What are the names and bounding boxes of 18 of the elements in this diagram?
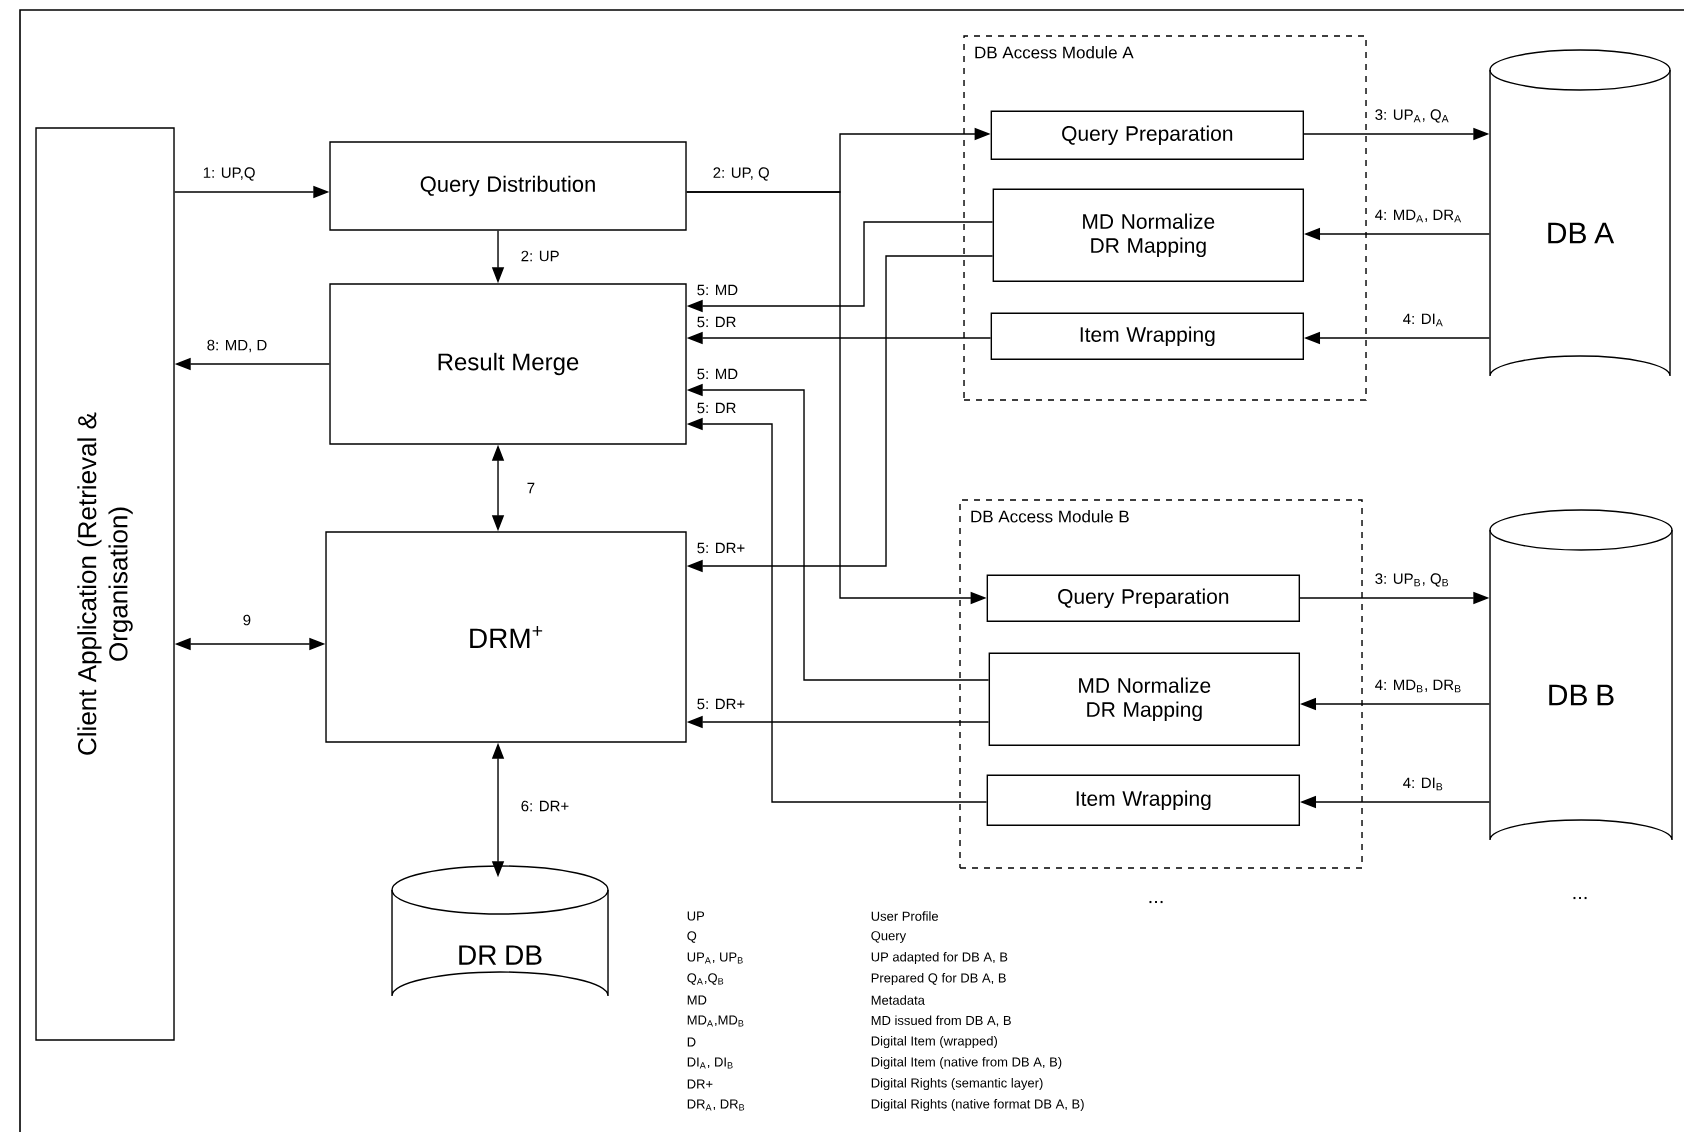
node-label: DB B [1549,684,1614,706]
database-cylinder: DR DB [391,865,609,997]
ellipsis: ... [1149,900,1163,904]
client-application-box: Client Application (Retrieval & Organisation) [35,127,175,1041]
process-box: MD Normalize DR Mapping [992,188,1304,282]
process-box: Item Wrapping [990,312,1304,360]
process-box: Query Preparation [986,574,1300,623]
ellipsis: ... [1573,896,1587,900]
database-cylinder: DB B [1489,509,1673,841]
process-box: DRM$^{+}$ [325,531,687,743]
node-label: DB A [1548,222,1615,244]
process-box: Item Wrapping [986,774,1300,826]
database-cylinder: DB A [1489,49,1671,377]
process-box: MD Normalize DR Mapping [988,652,1300,746]
process-box: Query Distribution [329,141,687,231]
node-label: DR DB [459,945,542,965]
process-box: Query Preparation [990,110,1304,160]
process-box: Result Merge [329,283,687,445]
